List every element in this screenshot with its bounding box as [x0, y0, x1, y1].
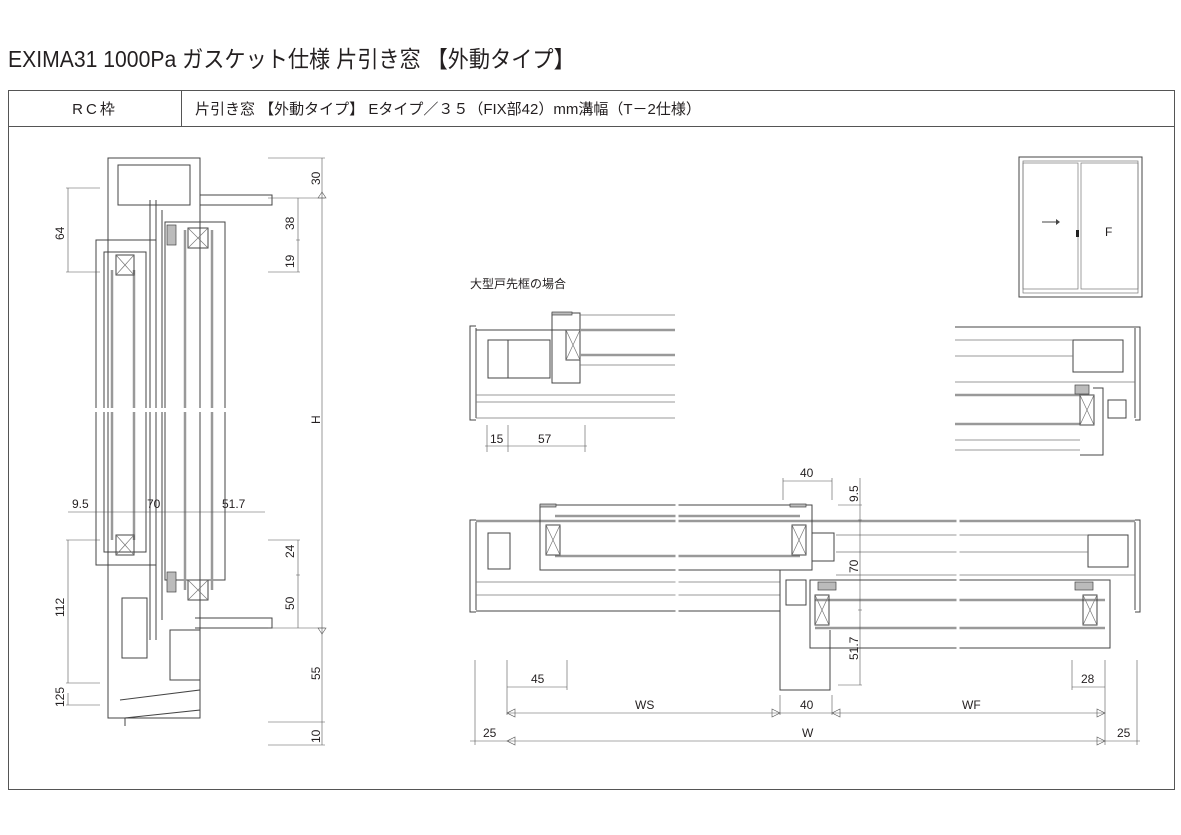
vertical-section-drawing [60, 157, 290, 726]
dim-55: 55 [309, 666, 323, 680]
dim-30: 30 [309, 171, 323, 185]
dim-9-5-plan: 9.5 [847, 485, 861, 502]
vertical-section-dimensions: 64 112 125 9.5 70 51.7 30 38 19 H 24 50 … [53, 157, 327, 746]
dim-right-25: 25 [1117, 726, 1131, 740]
dim-70-plan: 70 [847, 559, 861, 573]
plan-detail-left: 15 57 [469, 311, 675, 452]
dim-meeting-40: 40 [800, 466, 814, 480]
dim-28: 28 [1081, 672, 1095, 686]
page-title: EXIMA31 1000Pa ガスケット仕様 片引き窓 【外動タイプ】 [8, 46, 575, 72]
dim-w: W [802, 726, 814, 740]
dim-38: 38 [283, 216, 297, 230]
dim-51-7: 51.7 [222, 497, 246, 511]
dim-70: 70 [147, 497, 161, 511]
arrow-right-icon [1042, 219, 1060, 225]
dim-wf: WF [962, 698, 981, 712]
dim-64: 64 [53, 226, 67, 240]
dim-51-7-plan: 51.7 [847, 636, 861, 660]
plan-caption: 大型戸先框の場合 [470, 276, 566, 291]
window-elevation: F [1018, 156, 1143, 298]
dim-57: 57 [538, 432, 552, 446]
dim-9-5: 9.5 [72, 497, 89, 511]
handle-icon [1076, 230, 1079, 237]
plan-section-drawing [469, 300, 1141, 691]
dim-h: H [309, 415, 323, 424]
dim-10: 10 [309, 729, 323, 743]
dim-mid-40: 40 [800, 698, 814, 712]
dim-19: 19 [283, 254, 297, 268]
dim-ws: WS [635, 698, 654, 712]
dim-24: 24 [283, 544, 297, 558]
spec-label: 片引き窓 【外動タイプ】 Eタイプ／３５（FIX部42）mm溝幅（T－2仕様） [195, 101, 701, 118]
dim-45: 45 [531, 672, 545, 686]
dim-left-25: 25 [483, 726, 497, 740]
frame-type-label: RC枠 [9, 91, 182, 126]
dim-50: 50 [283, 596, 297, 610]
dim-112: 112 [53, 598, 67, 617]
drawing-sheet: RC枠 片引き窓 【外動タイプ】 Eタイプ／３５（FIX部42）mm溝幅（T－2… [8, 90, 1175, 790]
plan-section-dimensions: 40 9.5 70 51.7 45 28 WS 40 WF 25 W 25 [470, 466, 1140, 746]
fixed-pane-label: F [1105, 225, 1112, 239]
dim-15: 15 [490, 432, 504, 446]
dim-125: 125 [53, 687, 67, 707]
spec-header: RC枠 片引き窓 【外動タイプ】 Eタイプ／３５（FIX部42）mm溝幅（T－2… [9, 91, 1174, 127]
plan-detail-right [955, 326, 1141, 456]
